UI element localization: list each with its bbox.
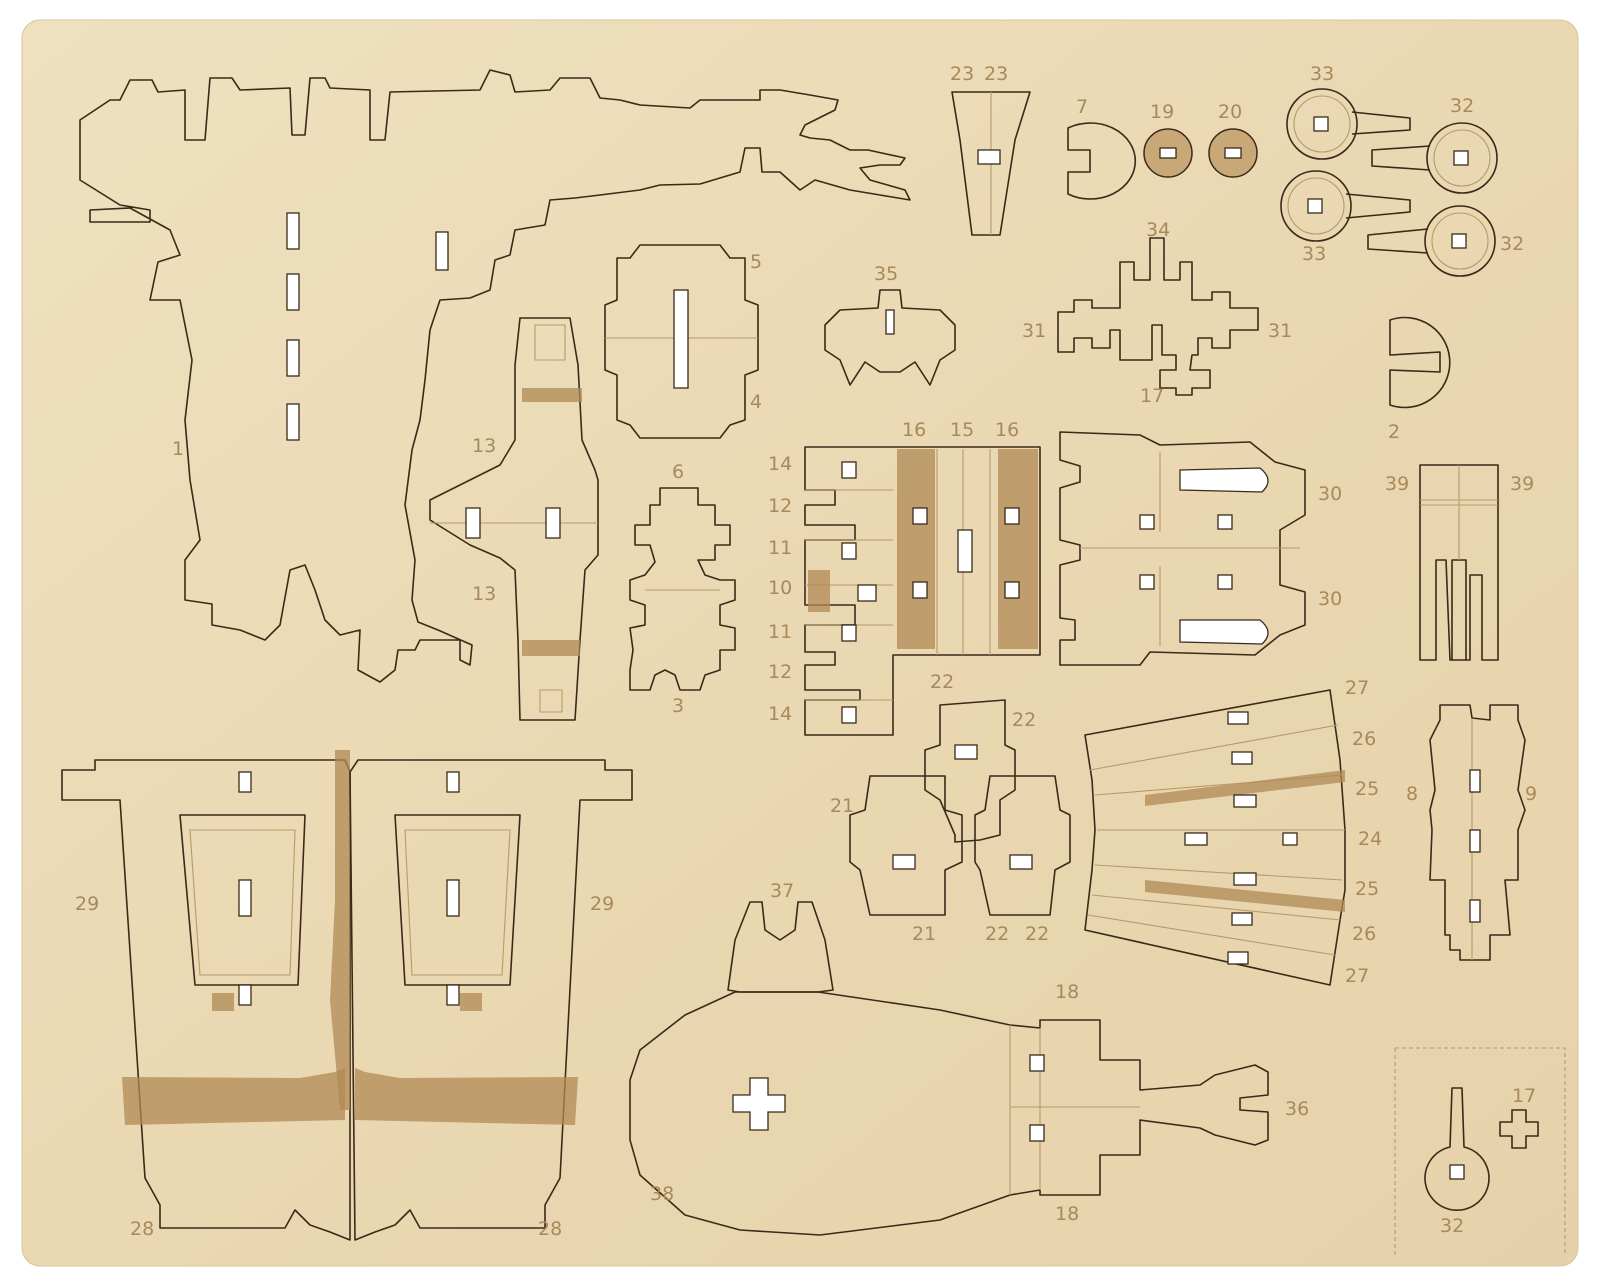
label-39a: 39 bbox=[1385, 473, 1409, 495]
label-9: 9 bbox=[1525, 783, 1537, 805]
part-23 bbox=[951, 91, 1031, 236]
label-18b: 18 bbox=[1055, 1203, 1079, 1225]
part-7 bbox=[1067, 122, 1137, 200]
label-22c: 22 bbox=[985, 923, 1009, 945]
label-13a: 13 bbox=[472, 435, 496, 457]
part-4-5 bbox=[604, 244, 759, 439]
label-33a: 33 bbox=[1310, 63, 1334, 85]
label-21b: 21 bbox=[912, 923, 936, 945]
part-22-bottom bbox=[974, 775, 1071, 916]
label-24: 24 bbox=[1358, 828, 1382, 850]
label-4: 4 bbox=[750, 391, 762, 413]
label-11a: 11 bbox=[768, 537, 792, 559]
label-1: 1 bbox=[172, 438, 184, 460]
part-29-28-left bbox=[61, 750, 351, 1241]
label-6: 6 bbox=[672, 461, 684, 483]
label-23a: 23 bbox=[950, 63, 974, 85]
part-30 bbox=[1059, 431, 1306, 666]
label-16b: 16 bbox=[995, 419, 1019, 441]
label-32b: 32 bbox=[1500, 233, 1524, 255]
label-34: 34 bbox=[1146, 219, 1170, 241]
label-12a: 12 bbox=[768, 495, 792, 517]
label-37: 37 bbox=[770, 880, 794, 902]
label-16a: 16 bbox=[902, 419, 926, 441]
label-5: 5 bbox=[750, 251, 762, 273]
label-30b: 30 bbox=[1318, 588, 1342, 610]
label-22d: 22 bbox=[1025, 923, 1049, 945]
parts-24-27-fan bbox=[1084, 689, 1346, 986]
label-26b: 26 bbox=[1352, 923, 1376, 945]
part-33-top bbox=[1286, 88, 1411, 160]
label-31b: 31 bbox=[1268, 320, 1292, 342]
label-28a: 28 bbox=[130, 1218, 154, 1240]
label-36: 36 bbox=[1285, 1098, 1309, 1120]
part-22-top bbox=[924, 699, 1016, 843]
label-26a: 26 bbox=[1352, 728, 1376, 750]
label-7: 7 bbox=[1076, 96, 1088, 118]
label-21a: 21 bbox=[830, 795, 854, 817]
part-29-28-right bbox=[349, 759, 633, 1241]
part-2 bbox=[1389, 316, 1451, 409]
label-8: 8 bbox=[1406, 783, 1418, 805]
label-29b: 29 bbox=[590, 893, 614, 915]
part-8-9 bbox=[1429, 704, 1526, 961]
label-22a: 22 bbox=[930, 671, 954, 693]
label-15: 15 bbox=[950, 419, 974, 441]
label-27a: 27 bbox=[1345, 677, 1369, 699]
part-32-bottom bbox=[1367, 205, 1496, 277]
label-33b: 33 bbox=[1302, 243, 1326, 265]
label-14b: 14 bbox=[768, 703, 792, 725]
part-32-top bbox=[1371, 122, 1498, 194]
label-25a: 25 bbox=[1355, 778, 1379, 800]
label-23b: 23 bbox=[984, 63, 1008, 85]
part-1 bbox=[79, 69, 911, 683]
part-21 bbox=[849, 775, 963, 916]
label-17a: 17 bbox=[1140, 385, 1164, 407]
part-19 bbox=[1143, 128, 1193, 178]
label-32a: 32 bbox=[1450, 95, 1474, 117]
label-28b: 28 bbox=[538, 1218, 562, 1240]
label-38: 38 bbox=[650, 1183, 674, 1205]
label-30a: 30 bbox=[1318, 483, 1342, 505]
part-20 bbox=[1208, 128, 1258, 178]
parts-10-16-block bbox=[804, 446, 1041, 736]
part-13 bbox=[429, 317, 599, 721]
label-20: 20 bbox=[1218, 101, 1242, 123]
label-22b: 22 bbox=[1012, 709, 1036, 731]
label-14a: 14 bbox=[768, 453, 792, 475]
label-10: 10 bbox=[768, 577, 792, 599]
part-37 bbox=[727, 901, 834, 993]
part-3-6 bbox=[629, 487, 736, 691]
label-39b: 39 bbox=[1510, 473, 1534, 495]
label-25b: 25 bbox=[1355, 878, 1379, 900]
part-32-17-corner bbox=[1394, 1047, 1566, 1255]
part-38-18-36 bbox=[629, 991, 1269, 1236]
label-3: 3 bbox=[672, 695, 684, 717]
label-32c: 32 bbox=[1440, 1215, 1464, 1237]
part-labels: 1 2 3 4 5 6 7 8 9 10 11 11 12 12 13 13 1… bbox=[75, 63, 1537, 1240]
label-29a: 29 bbox=[75, 893, 99, 915]
label-35: 35 bbox=[874, 263, 898, 285]
label-2: 2 bbox=[1388, 421, 1400, 443]
part-39 bbox=[1419, 464, 1499, 661]
part-33-bottom bbox=[1280, 170, 1411, 242]
label-18a: 18 bbox=[1055, 981, 1079, 1003]
label-31a: 31 bbox=[1022, 320, 1046, 342]
part-35 bbox=[824, 289, 956, 386]
label-17b: 17 bbox=[1512, 1085, 1536, 1107]
label-27b: 27 bbox=[1345, 965, 1369, 987]
label-12b: 12 bbox=[768, 661, 792, 683]
label-19: 19 bbox=[1150, 101, 1174, 123]
part-34-31-17 bbox=[1057, 237, 1259, 396]
label-13b: 13 bbox=[472, 583, 496, 605]
label-11b: 11 bbox=[768, 621, 792, 643]
